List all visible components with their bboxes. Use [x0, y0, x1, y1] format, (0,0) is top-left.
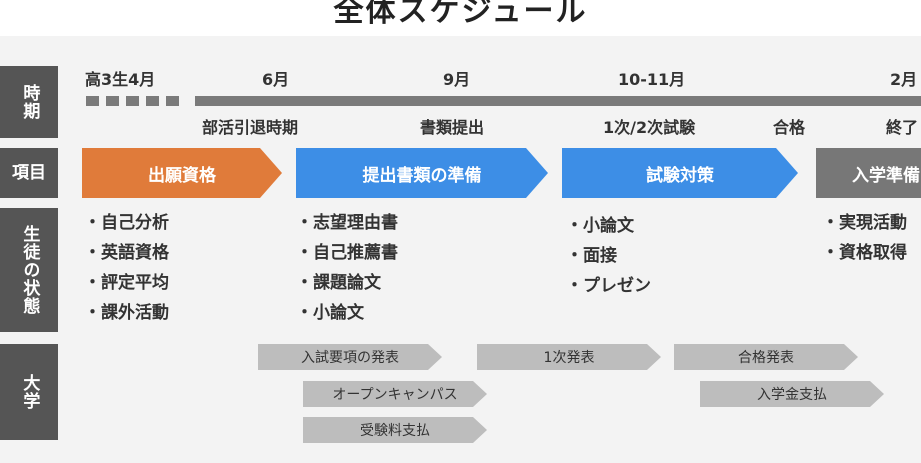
university-event-arrow: オープンキャンパス [303, 381, 487, 407]
row-label-student: 生徒の状態 [0, 208, 58, 332]
page-title: 全体スケジュール [333, 0, 588, 29]
student-list: ・自己分析 ・英語資格 ・評定平均 ・課外活動 [84, 208, 169, 328]
timeline-event: 書類提出 [420, 118, 485, 137]
list-item: ・小論文 [566, 216, 634, 236]
timeline-dash [126, 96, 139, 106]
timeline-dash [146, 96, 159, 106]
list-item: ・プレゼン [566, 276, 651, 296]
timeline-dash [166, 96, 179, 106]
list-item: ・小論文 [296, 303, 364, 323]
phase-arrow: 入学準備 [816, 148, 921, 198]
list-item: ・自己分析 [84, 213, 169, 233]
list-item: ・実現活動 [822, 213, 907, 233]
list-item: ・課外活動 [84, 303, 169, 323]
timeline-bar [195, 96, 921, 106]
timeline-event: 1次/2次試験 [603, 118, 696, 137]
student-list: ・志望理由書 ・自己推薦書 ・課題論文 ・小論文 [296, 208, 398, 328]
phase-arrow: 提出書類の準備 [296, 148, 548, 198]
month-label: 6月 [262, 70, 290, 89]
row-label-university: 大学 [0, 344, 58, 440]
list-item: ・自己推薦書 [296, 243, 398, 263]
student-list: ・小論文 ・面接 ・プレゼン [566, 211, 651, 301]
university-event-arrow: 1次発表 [477, 344, 661, 370]
list-item: ・課題論文 [296, 273, 381, 293]
timeline-event: 部活引退時期 [202, 118, 299, 137]
student-list: ・実現活動 ・資格取得 [822, 208, 907, 268]
list-item: ・評定平均 [84, 273, 169, 293]
list-item: ・面接 [566, 246, 617, 266]
phase-arrow: 試験対策 [562, 148, 798, 198]
university-event-arrow: 入学金支払 [700, 381, 884, 407]
row-label-period: 時期 [0, 66, 58, 138]
university-event-arrow: 受験料支払 [303, 417, 487, 443]
row-label-item: 項目 [0, 148, 58, 198]
timeline-event: 終了 [886, 118, 919, 137]
list-item: ・英語資格 [84, 243, 169, 263]
list-item: ・資格取得 [822, 243, 907, 263]
phase-arrow: 出願資格 [82, 148, 282, 198]
month-label: 9月 [443, 70, 471, 89]
timeline-dash [86, 96, 99, 106]
month-label: 2月 [890, 70, 918, 89]
university-event-arrow: 入試要項の発表 [258, 344, 442, 370]
timeline-dash [106, 96, 119, 106]
timeline-event: 合格 [773, 118, 806, 137]
month-label: 10-11月 [618, 70, 686, 89]
list-item: ・志望理由書 [296, 213, 398, 233]
university-event-arrow: 合格発表 [674, 344, 858, 370]
month-label: 高3生4月 [85, 70, 156, 89]
